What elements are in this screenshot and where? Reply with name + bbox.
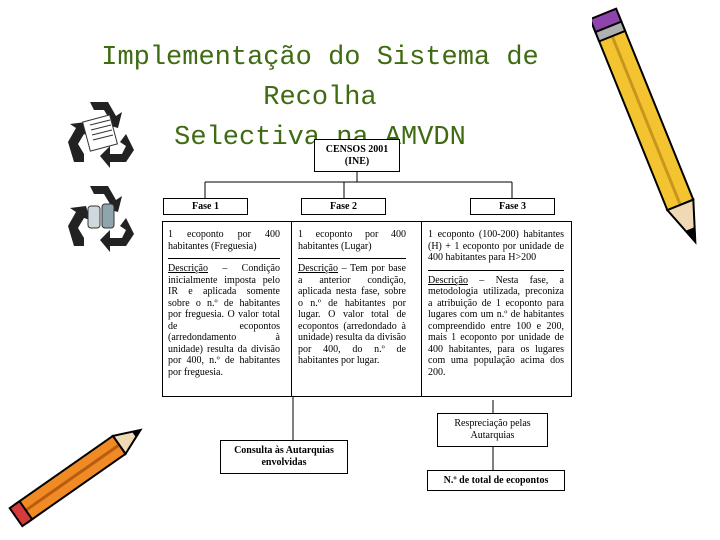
phase-3-summary: 1 ecoponto (100-200) habitantes (H) + 1 … <box>428 229 564 263</box>
consultation-box: Consulta às Autarquias envolvidas <box>220 440 348 474</box>
recycle-newspaper-icon <box>68 102 134 168</box>
pencil-icon <box>592 7 697 245</box>
description-text: – Tem por base a anterior condição, apli… <box>298 263 406 366</box>
pencil-icon <box>8 428 143 528</box>
description-text: – Condição inicialmente imposta pelo IR … <box>168 263 280 378</box>
reappraisal-line-2: Autarquias <box>470 429 515 441</box>
total-ecopontos-box: N.º de total de ecopontos <box>427 470 565 491</box>
phase-3-column: 1 ecoponto (100-200) habitantes (H) + 1 … <box>428 229 564 378</box>
title-line-1: Implementação do Sistema de Recolha <box>101 43 539 113</box>
consultation-line-2: envolvidas <box>261 456 307 468</box>
censos-source: (INE) <box>344 155 370 167</box>
recycle-cans-icon <box>68 186 134 252</box>
reappraisal-line-1: Respreciação pelas <box>454 418 531 429</box>
page-title: Implementação do Sistema de Recolha Sele… <box>40 38 600 158</box>
phase-2-description: Descrição – Tem por base a anterior cond… <box>298 263 406 367</box>
phase-2-summary: 1 ecoponto por 400 habitantes (Lugar) <box>298 229 406 252</box>
phase-3-description: Descrição – Nesta fase, a metodologia ut… <box>428 275 564 379</box>
phase-label-3: Fase 3 <box>470 198 555 215</box>
phase-label-1: Fase 1 <box>163 198 248 215</box>
phase-1-column: 1 ecoponto por 400 habitantes (Freguesia… <box>168 229 280 378</box>
description-label: Descrição <box>298 263 338 274</box>
description-label: Descrição <box>168 263 208 274</box>
consultation-line-1: Consulta às Autarquias <box>234 445 334 456</box>
censos-title: CENSOS 2001 <box>325 144 389 155</box>
reappraisal-box: Respreciação pelas Autarquias <box>437 413 548 447</box>
phase-label-2: Fase 2 <box>301 198 386 215</box>
phase-1-description: Descrição – Condição inicialmente impost… <box>168 263 280 378</box>
phase-1-summary: 1 ecoponto por 400 habitantes (Freguesia… <box>168 229 280 252</box>
phase-2-column: 1 ecoponto por 400 habitantes (Lugar) De… <box>298 229 406 367</box>
description-text: – Nesta fase, a metodologia utilizada, p… <box>428 274 564 378</box>
censos-box: CENSOS 2001 (INE) <box>314 139 400 172</box>
description-label: Descrição <box>428 274 468 286</box>
phases-table: 1 ecoponto por 400 habitantes (Freguesia… <box>162 221 572 397</box>
